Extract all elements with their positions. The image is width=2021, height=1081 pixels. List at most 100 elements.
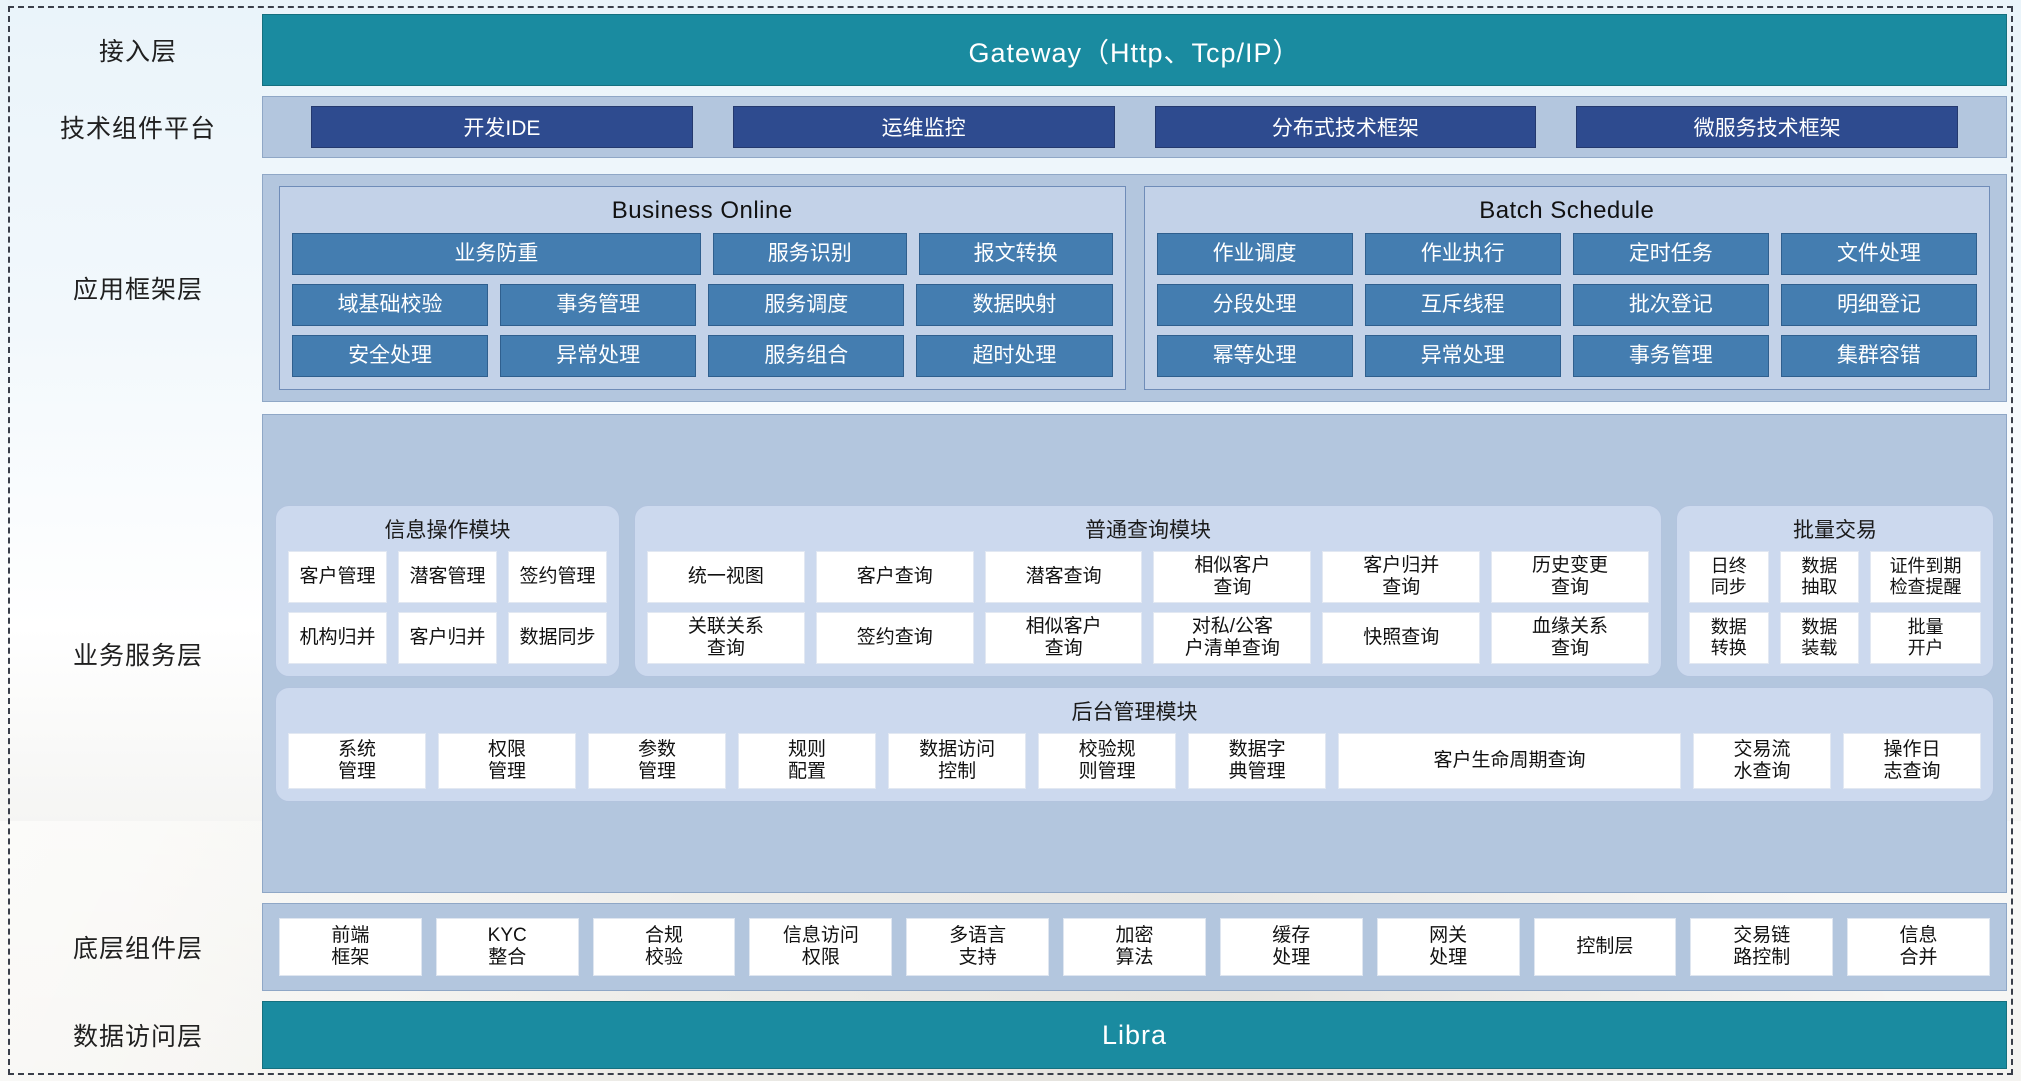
app-framework-cell[interactable]: 报文转换 <box>918 233 1113 275</box>
service-module-cell[interactable]: 客户查询 <box>815 551 974 603</box>
service-module-cell[interactable]: 批量开户 <box>1870 612 1981 664</box>
admin-module-cell[interactable]: 数据字典管理 <box>1188 733 1327 789</box>
tech-platform-button[interactable]: 分布式技术框架 <box>1154 106 1537 148</box>
gateway-bar[interactable]: Gateway（Http、Tcp/IP） <box>262 14 2007 86</box>
app-framework-cell[interactable]: 互斥线程 <box>1364 284 1561 326</box>
app-framework-cell[interactable]: 域基础校验 <box>292 284 489 326</box>
service-module-cell[interactable]: 数据同步 <box>508 612 607 664</box>
app-framework-cell[interactable]: 作业调度 <box>1156 233 1353 275</box>
layer-label-business-service: 业务服务层 <box>72 641 203 670</box>
service-module-cell[interactable]: 对私/公客户清单查询 <box>1153 612 1312 664</box>
service-module-cell[interactable]: 客户归并 <box>398 612 497 664</box>
app-framework-row: 分段处理互斥线程批次登记明细登记 <box>1156 284 1977 326</box>
layer-body-data-access: Libra <box>262 1001 2007 1069</box>
base-component-cell[interactable]: 前端框架 <box>279 918 422 976</box>
base-component-cell[interactable]: 网关处理 <box>1376 918 1520 976</box>
service-module-cell[interactable]: 数据抽取 <box>1779 551 1860 603</box>
business-service-panel: 信息操作模块客户管理潜客管理签约管理机构归并客户归并数据同步 普通查询模块统一视图… <box>262 414 2007 893</box>
app-framework-row: 作业调度作业执行定时任务文件处理 <box>1156 233 1977 275</box>
service-module-cell[interactable]: 关联关系查询 <box>647 612 805 664</box>
app-framework-cell[interactable]: 批次登记 <box>1572 284 1769 326</box>
app-framework-cell[interactable]: 业务防重 <box>292 233 701 275</box>
service-module-cell[interactable]: 数据转换 <box>1689 612 1769 664</box>
layer-label-app-framework: 应用框架层 <box>72 276 203 304</box>
service-module-cell[interactable]: 潜客查询 <box>984 551 1143 603</box>
base-component-cell[interactable]: 合规校验 <box>592 918 736 976</box>
app-framework-cell[interactable]: 事务管理 <box>500 284 697 326</box>
diagram-outer-frame <box>8 6 2013 1075</box>
app-framework-group-grid: 作业调度作业执行定时任务文件处理分段处理互斥线程批次登记明细登记幂等处理异常处理… <box>1156 233 1977 377</box>
base-component-cell[interactable]: 信息合并 <box>1847 918 1990 976</box>
tech-platform-button[interactable]: 微服务技术框架 <box>1576 106 1958 148</box>
app-framework-cell[interactable]: 异常处理 <box>1364 335 1561 377</box>
admin-module-cell[interactable]: 系统管理 <box>288 733 427 789</box>
admin-module-cell[interactable]: 参数管理 <box>588 733 727 789</box>
admin-module-cell[interactable]: 数据访问控制 <box>888 733 1027 789</box>
libra-bar[interactable]: Libra <box>262 1001 2007 1069</box>
service-module-rows: 统一视图客户查询潜客查询相似客户查询客户归并查询历史变更查询关联关系查询签约查询… <box>647 551 1649 664</box>
service-module-title: 信息操作模块 <box>384 519 511 542</box>
service-module-cell[interactable]: 日终同步 <box>1689 551 1769 603</box>
app-framework-cell[interactable]: 服务调度 <box>708 284 905 326</box>
service-module-cell[interactable]: 机构归并 <box>288 612 387 664</box>
tech-platform-button[interactable]: 开发IDE <box>311 106 693 148</box>
app-framework-group-grid: 业务防重服务识别报文转换域基础校验事务管理服务调度数据映射安全处理异常处理服务组… <box>292 233 1113 377</box>
app-framework-cell[interactable]: 安全处理 <box>292 335 489 377</box>
service-module-cell[interactable]: 证件到期检查提醒 <box>1870 551 1981 603</box>
admin-module-rows: 系统管理权限管理参数管理规则配置数据访问控制校验规则管理数据字典管理客户生命周期… <box>288 733 1981 789</box>
base-component-cell[interactable]: 交易链路控制 <box>1690 918 1834 976</box>
app-framework-cell[interactable]: 异常处理 <box>500 335 697 377</box>
admin-module-cell[interactable]: 校验规则管理 <box>1038 733 1177 789</box>
app-framework-cell[interactable]: 明细登记 <box>1780 284 1977 326</box>
base-component-cell[interactable]: 信息访问权限 <box>749 918 893 976</box>
service-module-cell[interactable]: 相似客户查询 <box>1153 551 1312 603</box>
app-framework-cell[interactable]: 定时任务 <box>1572 233 1769 275</box>
service-module-cell[interactable]: 快照查询 <box>1322 612 1481 664</box>
service-module-cell[interactable]: 数据装载 <box>1779 612 1860 664</box>
layer-label-tech-platform: 技术组件平台 <box>59 115 216 143</box>
admin-module-cell[interactable]: 规则配置 <box>738 733 877 789</box>
service-module-cell[interactable]: 潜客管理 <box>398 551 497 603</box>
service-module-cell[interactable]: 统一视图 <box>647 551 805 603</box>
app-framework-cell[interactable]: 分段处理 <box>1156 284 1353 326</box>
app-framework-cell[interactable]: 服务识别 <box>712 233 907 275</box>
admin-module-cell[interactable]: 客户生命周期查询 <box>1338 733 1681 789</box>
app-framework-cell[interactable]: 集群容错 <box>1780 335 1977 377</box>
base-component-cell[interactable]: 加密算法 <box>1063 918 1206 976</box>
admin-module-cell[interactable]: 权限管理 <box>438 733 577 789</box>
admin-module-cell[interactable]: 操作日志查询 <box>1842 733 1981 789</box>
base-component-cell[interactable]: 缓存处理 <box>1219 918 1363 976</box>
base-component-cell[interactable]: 控制层 <box>1533 918 1677 976</box>
service-module-cell[interactable]: 历史变更查询 <box>1491 551 1649 603</box>
layer-label-data-access: 数据访问层 <box>72 1023 203 1051</box>
app-framework-cell[interactable]: 服务组合 <box>708 335 905 377</box>
app-framework-cell[interactable]: 数据映射 <box>916 284 1113 326</box>
app-framework-cell[interactable]: 事务管理 <box>1572 335 1769 377</box>
app-framework-row: 幂等处理异常处理事务管理集群容错 <box>1156 335 1977 377</box>
admin-module-cell[interactable]: 交易流水查询 <box>1692 733 1831 789</box>
service-module-row: 日终同步数据抽取证件到期检查提醒 <box>1689 551 1981 603</box>
service-module-row: 关联关系查询签约查询相似客户查询对私/公客户清单查询快照查询血缘关系查询 <box>647 612 1649 664</box>
tech-platform-button[interactable]: 运维监控 <box>732 106 1115 148</box>
service-module-cell[interactable]: 客户管理 <box>288 551 387 603</box>
app-framework-cell[interactable]: 幂等处理 <box>1156 335 1353 377</box>
service-module-cell[interactable]: 签约查询 <box>815 612 974 664</box>
service-module-cell[interactable]: 客户归并查询 <box>1322 551 1481 603</box>
service-module-cell[interactable]: 相似客户查询 <box>984 612 1143 664</box>
base-component-cell[interactable]: 多语言支持 <box>906 918 1050 976</box>
service-module-title: 普通查询模块 <box>1085 519 1211 542</box>
app-framework-cell[interactable]: 超时处理 <box>916 335 1113 377</box>
service-module-cell[interactable]: 血缘关系查询 <box>1491 612 1649 664</box>
app-framework-cell[interactable]: 文件处理 <box>1780 233 1977 275</box>
tech-platform-panel: 开发IDE 运维监控分布式技术框架微服务技术框架 <box>262 96 2007 158</box>
service-module-cell[interactable]: 签约管理 <box>508 551 607 603</box>
app-framework-cell[interactable]: 作业执行 <box>1364 233 1561 275</box>
